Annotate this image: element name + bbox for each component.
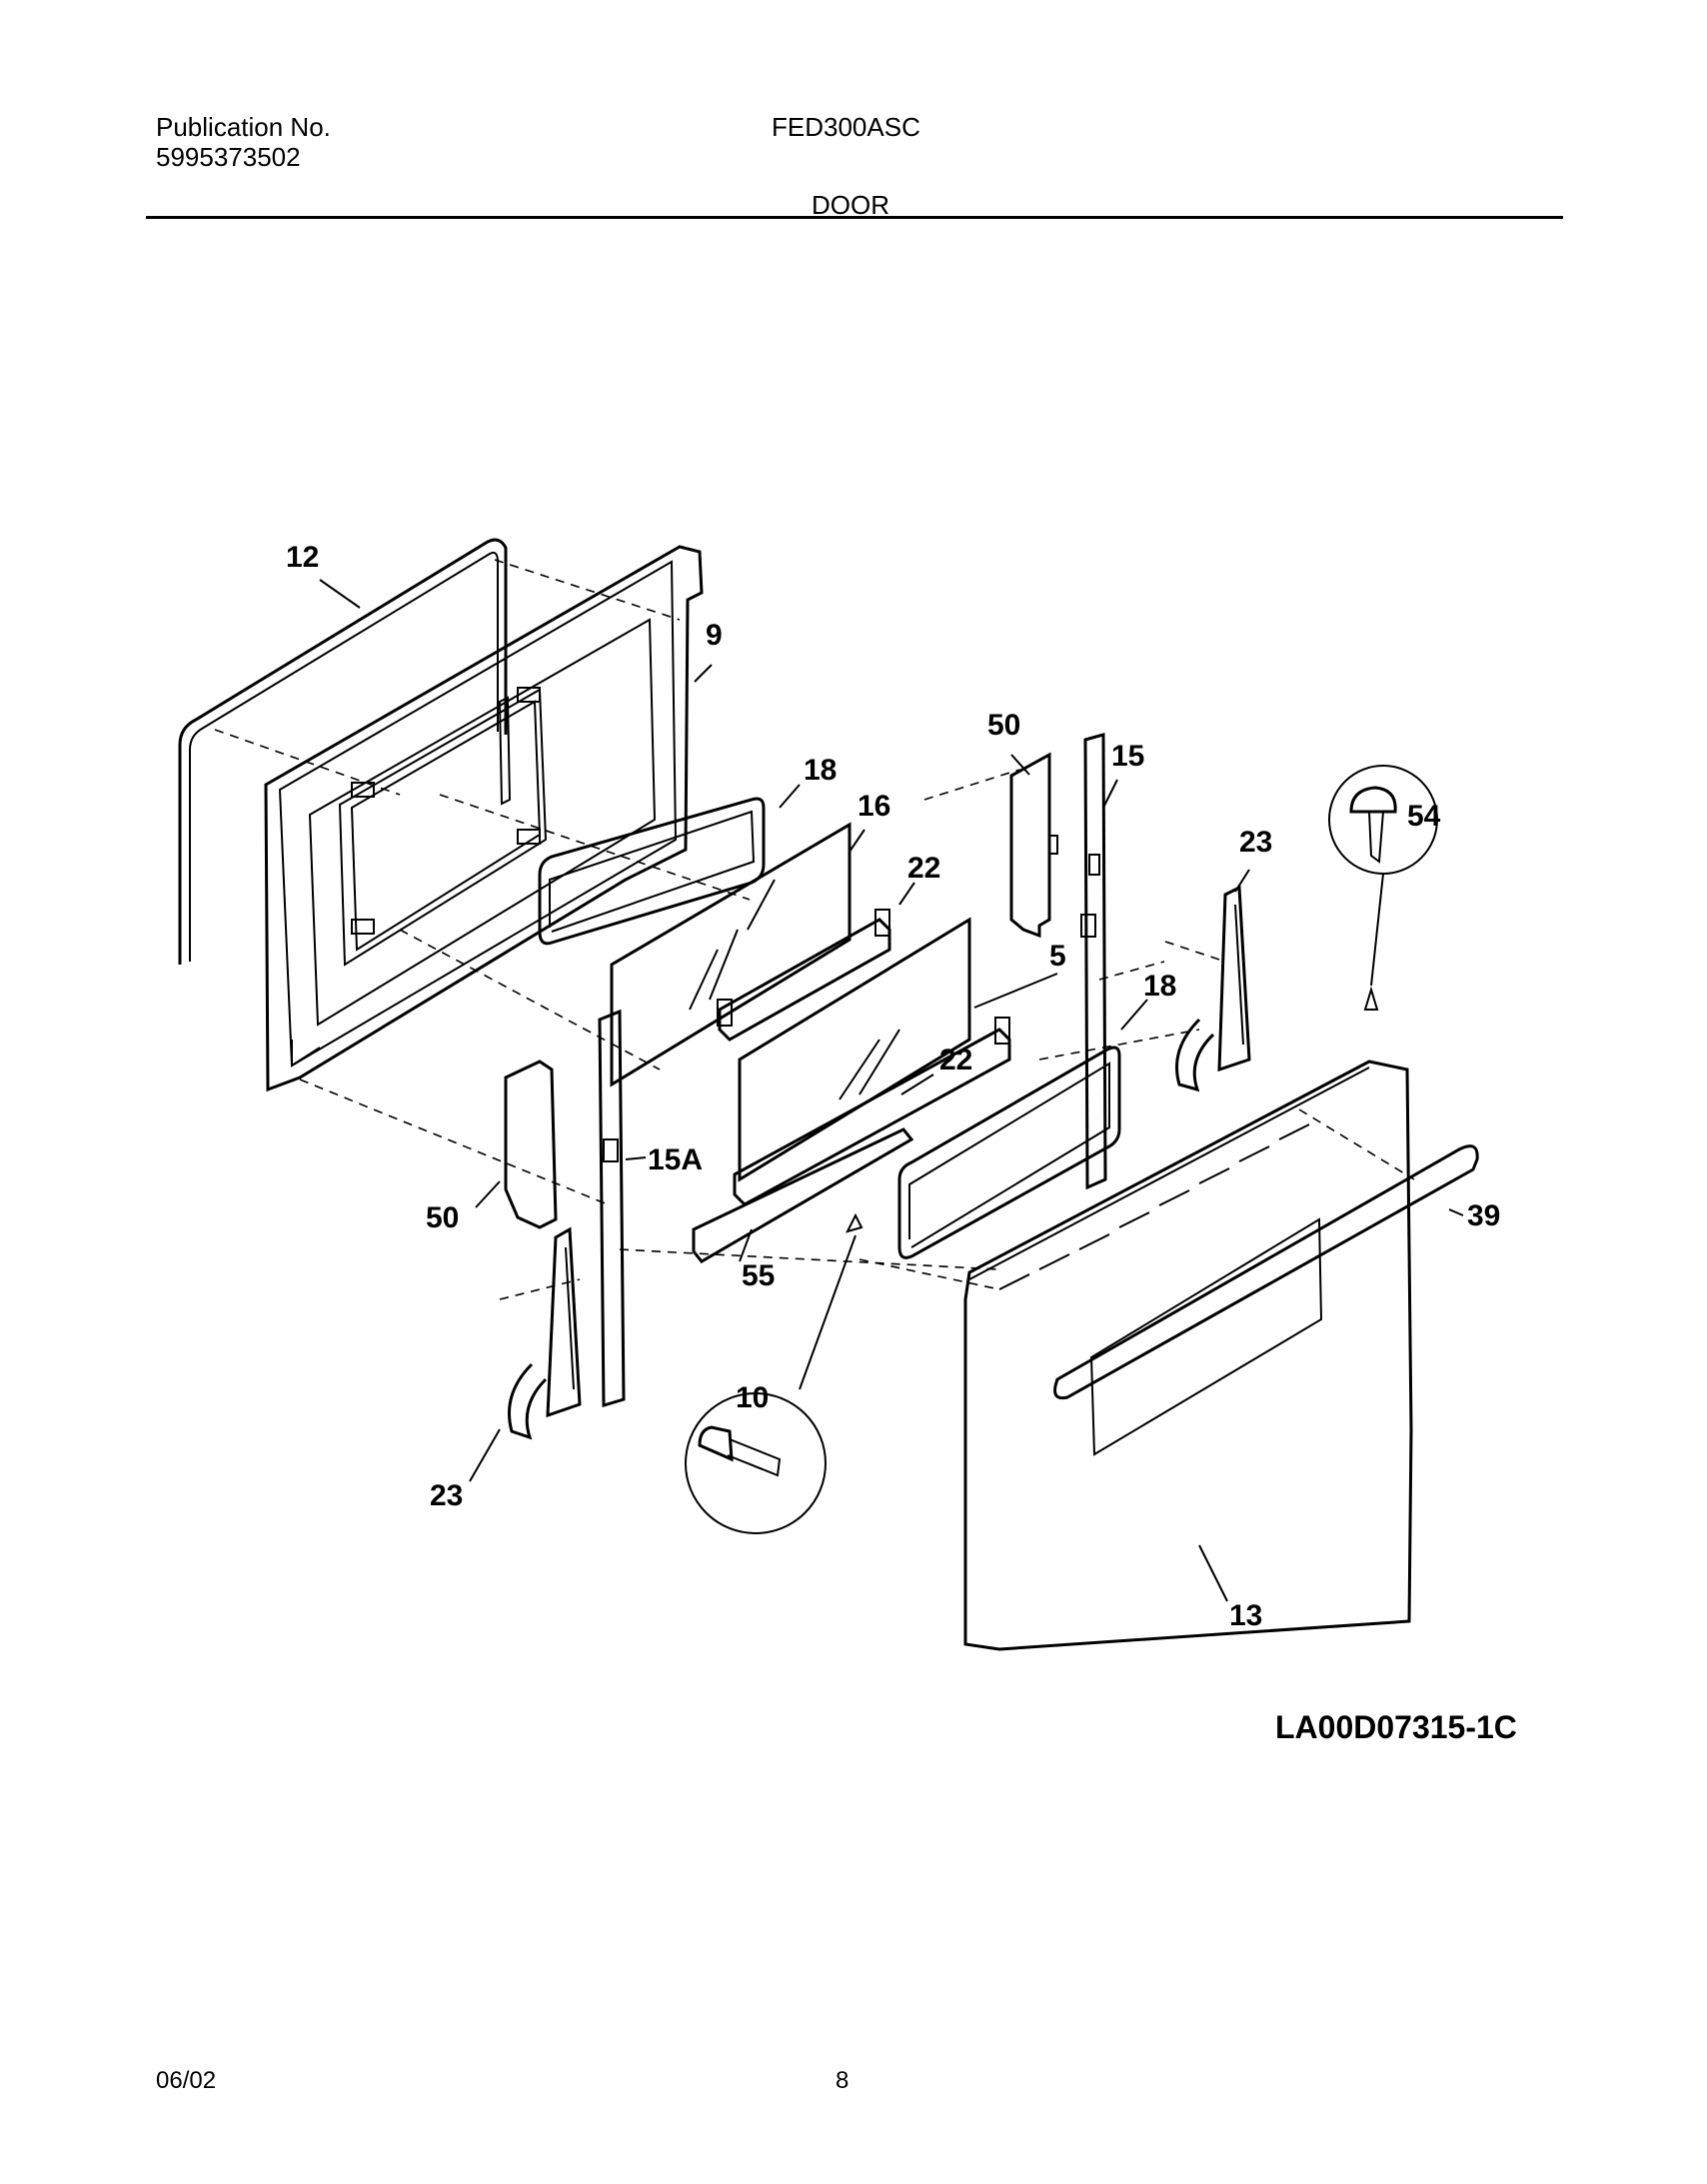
part-15-channel-right: [1080, 733, 1107, 1190]
part-23-hinge-left: [508, 1226, 582, 1440]
part-15A-channel-left: [598, 1009, 626, 1408]
part-18-glass-gasket-lower: [897, 1046, 1121, 1259]
publication-label: Publication No.: [156, 112, 331, 142]
footer-date: 06/02: [156, 2067, 217, 2094]
diagram-code: LA00D07315-1C: [1275, 1709, 1517, 1745]
header-rule: [146, 216, 1563, 219]
model-number: FED300ASC: [772, 112, 920, 142]
callout-13: 13: [1229, 1599, 1262, 1632]
callout-22-lower: 22: [939, 1044, 972, 1077]
callout-16: 16: [857, 790, 890, 823]
callout-50-upper: 50: [987, 709, 1020, 742]
callout-5: 5: [1049, 940, 1066, 973]
part-12-gasket: [178, 538, 508, 965]
footer-page-number: 8: [836, 2067, 850, 2094]
callout-23-upper: 23: [1239, 826, 1272, 859]
part-23-hinge-right: [1175, 885, 1251, 1092]
callout-15: 15: [1111, 740, 1144, 773]
part-22-retainer-upper: [717, 909, 891, 1042]
alignment-lines: [214, 559, 1415, 1300]
callout-55: 55: [742, 1259, 775, 1292]
part-16-inner-glass: [610, 822, 852, 1088]
callout-22-upper: 22: [907, 852, 940, 885]
part-50-shield-upper: [1009, 752, 1058, 939]
callout-18-lower: 18: [1143, 970, 1176, 1003]
part-5-outer-glass: [738, 917, 971, 1182]
part-50-shield-lower: [504, 1060, 558, 1229]
callout-10: 10: [736, 1381, 769, 1414]
part-13-outer-door: [963, 1060, 1413, 1651]
part-22-retainer-lower: [733, 1017, 1011, 1206]
callout-54: 54: [1407, 800, 1441, 833]
callout-39: 39: [1467, 1199, 1500, 1232]
callout-12: 12: [286, 541, 319, 574]
part-9-door-liner: [264, 545, 704, 1092]
leader-lines: [319, 579, 1464, 1602]
part-18-glass-gasket-upper: [538, 797, 766, 946]
section-title: DOOR: [812, 190, 889, 220]
callout-23-lower: 23: [430, 1479, 463, 1512]
callout-18-upper: 18: [804, 754, 837, 787]
callout-15A: 15A: [648, 1143, 703, 1176]
part-39-handle: [1053, 1144, 1479, 1400]
part-55-bottom-trim: [692, 1127, 914, 1263]
callout-50-lower: 50: [426, 1201, 459, 1234]
callout-9: 9: [706, 619, 723, 652]
part-54-screw-detail: [1328, 765, 1438, 1011]
publication-number: 5995373502: [156, 142, 301, 172]
